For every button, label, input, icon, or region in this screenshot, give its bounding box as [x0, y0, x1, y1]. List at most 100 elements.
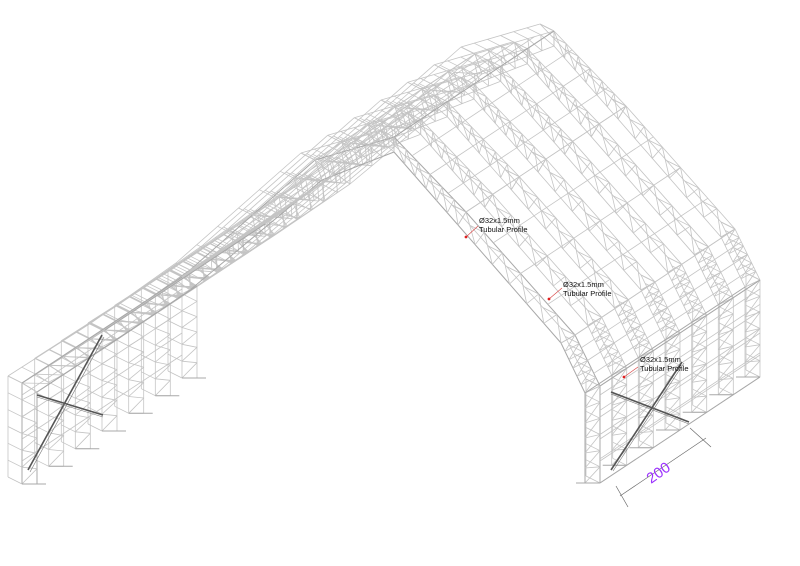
truss-diagonal [101, 369, 118, 381]
truss-depth-link [514, 227, 530, 236]
truss-diagonal [161, 289, 178, 299]
truss-diagonal [744, 312, 761, 333]
truss-diagonal [482, 139, 491, 166]
truss-web [564, 343, 580, 352]
truss-diagonal [705, 263, 718, 280]
truss-diagonal [483, 232, 493, 265]
truss-web [606, 93, 615, 107]
truss-web [648, 298, 664, 308]
truss-depth-link [531, 151, 547, 160]
truss-depth-link [202, 244, 217, 253]
truss-depth-link [608, 352, 623, 361]
roof-purlin [493, 136, 654, 244]
truss-depth-link [483, 101, 499, 110]
truss-depth-link [61, 340, 76, 349]
truss-depth-link [568, 192, 583, 201]
truss-diagonal [487, 69, 501, 82]
truss-depth-link [447, 60, 462, 69]
roof-purlin [599, 352, 761, 460]
annotation-roof-upper: Ø32x1.5mm Tubular Profile [464, 216, 528, 239]
roof-purlin [221, 136, 382, 243]
truss-diagonal [683, 289, 695, 306]
truss-depth-link [569, 289, 584, 298]
truss-diagonal [509, 121, 518, 148]
truss-web [311, 180, 315, 201]
truss-web [714, 288, 730, 297]
truss-diagonal [732, 245, 744, 263]
truss-diagonal [609, 279, 615, 308]
truss-web [447, 71, 456, 92]
roof-purlin [599, 328, 761, 435]
truss-web [671, 272, 686, 282]
truss-diagonal [652, 298, 664, 316]
truss-diagonal [691, 315, 708, 338]
truss-web [252, 214, 257, 236]
truss-web [347, 142, 354, 164]
truss-depth-link [614, 292, 629, 301]
truss-depth-link [238, 207, 253, 216]
brace-bar [36, 394, 104, 416]
truss-depth-link [524, 286, 539, 295]
truss-depth-link [519, 139, 535, 147]
truss-depth-link [537, 66, 552, 75]
truss-web [622, 316, 637, 325]
truss-diagonal [598, 123, 609, 157]
truss-diagonal [611, 359, 623, 376]
truss-web [518, 235, 530, 247]
truss-web [367, 144, 371, 162]
truss-depth-link [612, 457, 627, 466]
truss-web [652, 146, 663, 159]
truss-depth-link [684, 290, 699, 299]
truss-diagonal [653, 185, 661, 216]
truss-web [562, 237, 575, 249]
truss-depth-link [688, 299, 703, 308]
truss-diagonal [513, 52, 528, 65]
truss-depth-link [630, 119, 645, 127]
truss-diagonal [155, 349, 171, 363]
truss-diagonal [133, 309, 153, 316]
profile-type-label: Tubular Profile [563, 289, 612, 298]
truss-depth-link [526, 27, 541, 36]
truss-diagonal [21, 391, 38, 401]
truss-depth-link [327, 134, 342, 143]
truss-depth-link [433, 84, 448, 93]
truss-web [75, 380, 91, 388]
truss-web [611, 416, 627, 421]
truss-diagonal [524, 91, 534, 118]
roof-purlin [599, 303, 761, 411]
truss-web [181, 360, 198, 364]
truss-depth-link [513, 31, 528, 40]
truss-diagonal [562, 86, 571, 113]
truss-depth-link [710, 273, 726, 282]
truss-web [434, 95, 439, 114]
truss-web [427, 89, 434, 111]
wall-girt [599, 354, 761, 462]
truss-depth-link [7, 476, 23, 485]
truss-depth-link [680, 282, 695, 291]
truss-depth-link [649, 291, 664, 300]
truss-depth-link [569, 344, 584, 353]
truss-web [568, 351, 584, 361]
truss-depth-link [604, 343, 619, 352]
truss-web [607, 359, 623, 368]
truss-depth-link [639, 391, 654, 400]
marker-dot [464, 235, 468, 239]
truss-web [447, 91, 451, 109]
truss-depth-link [415, 167, 431, 175]
truss-diagonal [556, 314, 562, 344]
leader-line [548, 287, 563, 300]
truss-diagonal [679, 281, 691, 298]
truss-diagonal [128, 366, 144, 381]
truss-web [638, 431, 654, 434]
truss-diagonal [584, 385, 601, 409]
truss-web [364, 144, 368, 166]
truss-web [638, 398, 654, 404]
truss-web [370, 145, 373, 166]
truss-depth-link [145, 284, 161, 293]
profile-type-label: Tubular Profile [479, 225, 528, 234]
truss-depth-link [560, 327, 576, 336]
truss-depth-link [229, 227, 244, 236]
truss-depth-link [474, 42, 489, 51]
truss-diagonal [500, 66, 512, 94]
truss-depth-link [460, 66, 475, 75]
